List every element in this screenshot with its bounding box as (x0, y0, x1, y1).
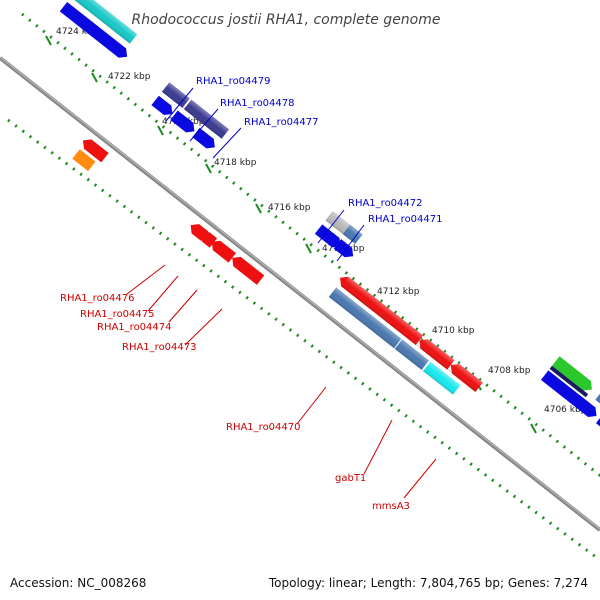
topology-text: Topology: linear; Length: 7,804,765 bp; … (268, 576, 588, 590)
gene-label-ro04478[interactable]: RHA1_ro04478 (220, 98, 295, 109)
gene-label-ro04479[interactable]: RHA1_ro04479 (196, 76, 271, 87)
map-title: Rhodococcus jostii RHA1, complete genome (131, 12, 440, 28)
tick-label-4724: 4724 kbp (56, 27, 99, 37)
gene-label-ro04470[interactable]: RHA1_ro04470 (226, 422, 301, 433)
gene-label-ro04473[interactable]: RHA1_ro04473 (122, 342, 197, 353)
gene-reverse-ro04475[interactable] (197, 228, 218, 248)
gene-forward-blue-long[interactable] (59, 1, 131, 62)
gene-label-ro04476[interactable]: RHA1_ro04476 (60, 293, 135, 304)
tick-label-4716: 4716 kbp (268, 203, 311, 213)
gene-label-ro04472[interactable]: RHA1_ro04472 (348, 198, 423, 209)
gene-forward-blue-a[interactable] (151, 95, 176, 119)
gene-reverse-red-small[interactable] (79, 136, 109, 163)
gene-forward-blue-c[interactable] (314, 224, 344, 251)
tick-label-4708: 4708 kbp (488, 366, 531, 376)
tick-label-4722: 4722 kbp (108, 72, 151, 82)
tick-labels: 4724 kbp 4722 kbp 4720 kbp 4718 kbp 4716… (56, 27, 587, 415)
tick-label-4706: 4706 kbp (544, 405, 587, 415)
gene-reverse-orange[interactable] (72, 149, 96, 172)
reverse-label-leaders (126, 264, 437, 499)
gene-forward-blue-f[interactable] (595, 413, 600, 452)
genome-backbone (0, 56, 600, 532)
gene-label-ro04477[interactable]: RHA1_ro04477 (244, 117, 319, 128)
gene-label-ro04474[interactable]: RHA1_ro04474 (97, 322, 172, 333)
forward-gene-labels: RHA1_ro04479 RHA1_ro04478 RHA1_ro04477 R… (196, 76, 443, 225)
gene-forward-dark[interactable] (549, 365, 589, 398)
gene-label-mmsA3[interactable]: mmsA3 (372, 501, 410, 512)
gene-reverse-ro04474[interactable] (208, 237, 236, 263)
gene-label-ro04475[interactable]: RHA1_ro04475 (80, 309, 155, 320)
tick-label-4712: 4712 kbp (377, 287, 420, 297)
forward-strand-genes (59, 0, 600, 452)
tick-label-4710: 4710 kbp (432, 326, 475, 336)
gene-forward-blue-b[interactable] (170, 110, 198, 137)
gene-reverse-ro04473[interactable] (229, 253, 265, 285)
tick-dotted-line-lower (7, 118, 600, 562)
forward-label-leaders (165, 87, 365, 262)
tick-label-4718: 4718 kbp (214, 158, 257, 168)
reverse-strand-genes (72, 136, 483, 395)
gene-forward-ro04477[interactable] (192, 127, 218, 152)
gene-forward-green[interactable] (552, 356, 596, 394)
gene-label-ro04471[interactable]: RHA1_ro04471 (368, 214, 443, 225)
gene-label-gabT1[interactable]: gabT1 (335, 473, 366, 484)
gene-forward-blue-d[interactable] (333, 239, 357, 261)
gene-forward-steel-a[interactable] (595, 390, 600, 422)
gene-forward-blue-e[interactable] (540, 370, 600, 420)
tick-dotted-line-upper (21, 12, 600, 478)
accession-text: Accession: NC_008268 (10, 576, 147, 590)
reverse-gene-labels: RHA1_ro04476 RHA1_ro04475 RHA1_ro04474 R… (60, 293, 410, 512)
